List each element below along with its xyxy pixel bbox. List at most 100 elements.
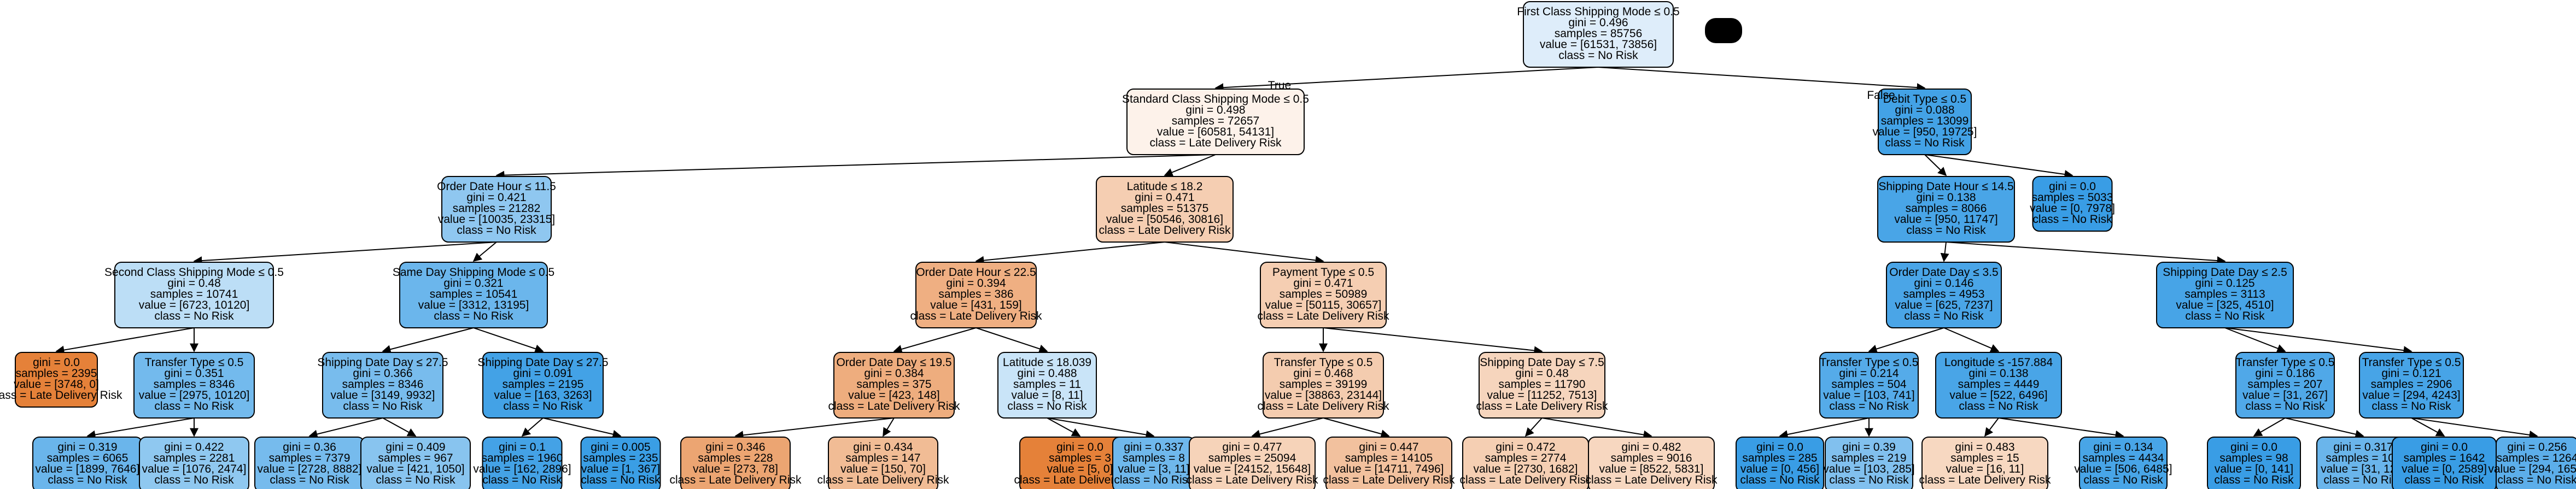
tree-edge — [734, 417, 895, 440]
edge-label-false: False — [1867, 89, 1895, 102]
node-text-line: value = [50115, 30657] — [1265, 299, 1382, 311]
node-text-line: class = No Risk — [581, 474, 661, 486]
tree-edge — [472, 241, 497, 262]
node-text-line: gini = 0.434 — [853, 441, 913, 453]
node-text-line: value = [38863, 23144] — [1265, 389, 1382, 402]
node-text-line: gini = 0.483 — [1955, 441, 2014, 453]
tree-edge — [1946, 241, 2226, 265]
tree-edge — [521, 417, 544, 437]
node-text-line: Transfer Type ≤ 0.5 — [2362, 356, 2461, 369]
tree-edge — [975, 241, 1165, 265]
node-box — [2359, 352, 2464, 419]
node-text-line: gini = 0.319 — [57, 441, 117, 453]
node-text-line: class = Late Delivery Risk — [670, 474, 802, 486]
node-text-line: value = [0, 456] — [1740, 463, 1819, 475]
node-text-line: class = No Risk — [154, 474, 234, 486]
node-text-line: gini = 0.498 — [1185, 104, 1245, 116]
node-text-line: Longitude ≤ -157.884 — [1944, 356, 2053, 369]
node-box — [1189, 437, 1316, 489]
node-text-line: value = [3, 11] — [1118, 463, 1190, 475]
node-text-line: class = Late Delivery Risk — [0, 389, 122, 402]
node-text-line: Shipping Date Day ≤ 27.5 — [477, 356, 608, 369]
node-text-line: gini = 0.477 — [1222, 441, 1282, 453]
node-text-line: gini = 0.0 — [1756, 441, 1803, 453]
node-text-line: class = No Risk — [2371, 400, 2451, 413]
node-text-line: value = [10035, 23315] — [438, 213, 555, 226]
node-text-line: Shipping Date Day ≤ 2.5 — [2163, 266, 2287, 279]
node-box — [360, 437, 471, 489]
node-text-line: samples = 147 — [845, 452, 920, 464]
node-text-line: samples = 109 — [2326, 452, 2400, 464]
node-text-line: samples = 285 — [1742, 452, 1817, 464]
edges-layer — [55, 67, 2538, 440]
node-text-line: value = [2730, 1682] — [1474, 463, 1578, 475]
node-text-line: samples = 10541 — [430, 288, 518, 301]
tree-edge — [1984, 417, 1999, 437]
node-text-line: gini = 0.337 — [1124, 441, 1183, 453]
tree-edge — [976, 327, 1048, 354]
tree-edge — [1598, 67, 1926, 92]
tree-edge — [542, 417, 622, 439]
node-text-line: Shipping Date Day ≤ 7.5 — [1480, 356, 1604, 369]
node-text-line: Order Date Day ≤ 19.5 — [836, 356, 951, 369]
node-text-line: samples = 4449 — [1958, 378, 2040, 391]
node-text-line: gini = 0.384 — [864, 367, 924, 380]
node-text-line: value = [506, 6485] — [2074, 463, 2172, 475]
node-text-line: gini = 0.394 — [946, 277, 1006, 290]
tree-edge — [893, 327, 977, 354]
node-text-line: samples = 8346 — [154, 378, 235, 391]
node-text-line: class = No Risk — [2404, 474, 2484, 486]
node-text-line: value = [162, 2896] — [473, 463, 571, 475]
node-text-line: samples = 51375 — [1121, 202, 1209, 215]
node-text-line: class = No Risk — [1829, 474, 1909, 486]
node-text-line: Payment Type ≤ 0.5 — [1272, 266, 1374, 279]
node-text-line: samples = 11 — [1013, 378, 1081, 391]
node-text-line: value = [61531, 73856] — [1540, 38, 1657, 51]
tree-edge — [1524, 417, 1543, 437]
node-box — [1096, 176, 1234, 243]
node-box — [482, 437, 563, 489]
node-text-line: samples = 7379 — [269, 452, 351, 464]
node-box — [680, 437, 791, 489]
node-text-line: gini = 0.138 — [1968, 367, 2028, 380]
node-text-line: gini = 0.186 — [2255, 367, 2315, 380]
node-text-line: class = No Risk — [154, 400, 234, 413]
node-text-line: class = Late Delivery Risk — [1099, 224, 1231, 237]
node-text-line: gini = 0.0 — [2049, 180, 2096, 193]
node-text-line: value = [421, 1050] — [366, 463, 464, 475]
node-text-line: value = [2728, 8882] — [258, 463, 362, 475]
node-text-line: samples = 5033 — [2032, 191, 2113, 204]
tree-edge — [1047, 417, 1081, 437]
node-text-line: gini = 0.005 — [591, 441, 650, 453]
node-text-line: value = [423, 148] — [848, 389, 940, 402]
redaction-badge — [1705, 18, 1742, 43]
node-box — [1825, 437, 1913, 489]
tree-edge — [1323, 417, 1390, 438]
node-box — [2156, 262, 2294, 328]
node-text-line: Order Date Hour ≤ 11.5 — [437, 180, 556, 193]
node-text-line: value = [8522, 5831] — [1599, 463, 1704, 475]
node-text-line: class = No Risk — [1906, 224, 1986, 237]
node-text-line: value = [3149, 9932] — [331, 389, 435, 402]
node-text-line: value = [50546, 30816] — [1106, 213, 1223, 226]
node-text-line: samples = 375 — [856, 378, 931, 391]
node-text-line: class = No Risk — [376, 474, 455, 486]
node-text-line: samples = 3 — [1049, 452, 1111, 464]
